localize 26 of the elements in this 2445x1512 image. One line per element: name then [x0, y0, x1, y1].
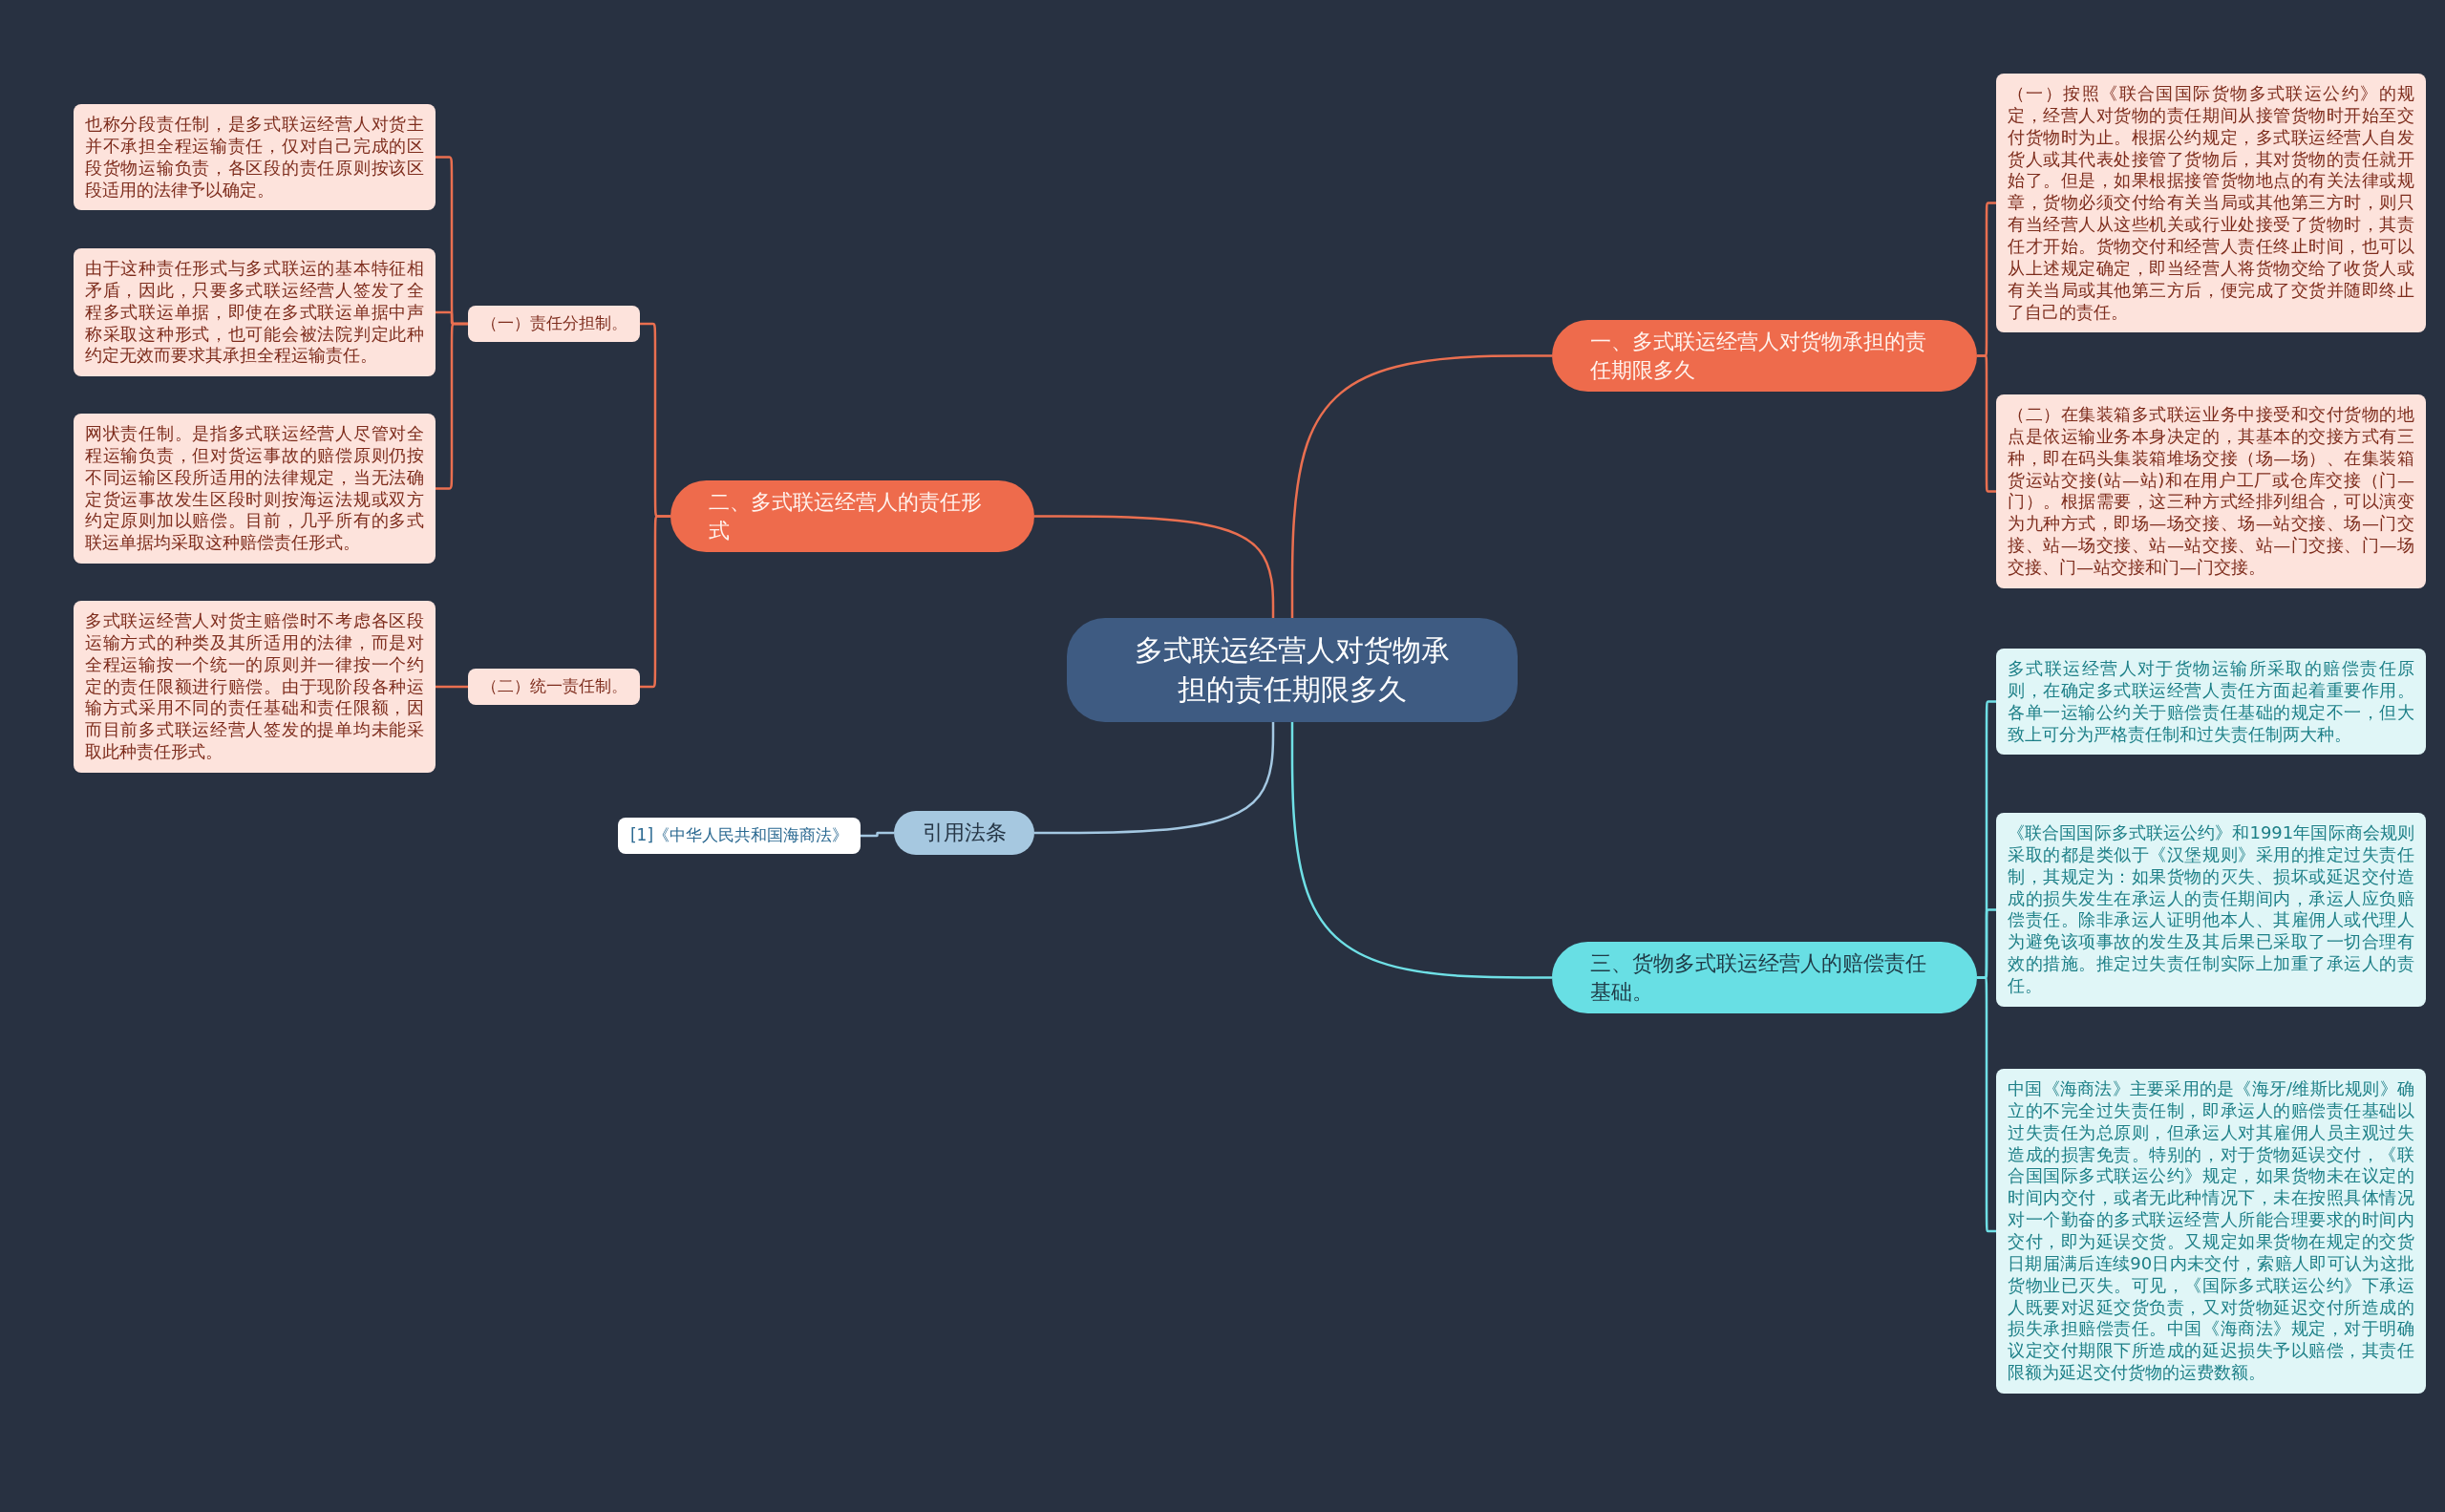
central-topic: 多式联运经营人对货物承担的责任期限多久	[1067, 618, 1518, 722]
subtopic-label: （二）统一责任制。	[468, 669, 640, 705]
branch-topic: 三、货物多式联运经营人的赔偿责任基础。	[1552, 942, 1977, 1014]
note-card: 由于这种责任形式与多式联运的基本特征相矛盾，因此，只要多式联运经营人签发了全程多式联运单据，即使在多式联运单据中声称采取这种形式，也可能会被法院判定此种约定无效而要求其承担全程运输责任。	[74, 248, 436, 377]
note-card: 网状责任制。是指多式联运经营人尽管对全程运输负责，但对货运事故的赔偿原则仍按不同运输区段所适用的法律规定，当无法确定货运事故发生区段时则按海运法规或双方约定原则加以赔偿。目前，几乎所有的多式联运单据均采取这种赔偿责任形式。	[74, 414, 436, 564]
note-card: 多式联运经营人对货主赔偿时不考虑各区段运输方式的种类及其所适用的法律，而是对全程运输按一个统一的原则并一律按一个约定的责任限额进行赔偿。由于现阶段各种运输方式采用不同的责任基础和责任限额，因而目前多式联运经营人签发的提单均未能采取此种责任形式。	[74, 601, 436, 773]
branch-topic: 二、多式联运经营人的责任形式	[670, 480, 1034, 553]
note-card: 中国《海商法》主要采用的是《海牙/维斯比规则》确立的不完全过失责任制，即承运人的赔偿责任基础以过失责任为总原则，但承运人对其雇佣人员主观过失造成的损害免责。特别的，对于货物延误交付，《联合国国际多式联运公约》规定，如果货物未在议定的时间内交付，或者无此种情况下，未在按照具体情况对一个勤奋的多式联运经营人所能合理要求的时间内交付，即为延误交货。又规定如果货物在规定的交货日期届满后连续90日内未交付，索赔人即可认为这批货物业已灭失。可见，《国际多式联运公约》下承运人既要对迟延交货负责，又对货物延迟交付所造成的损失承担赔偿责任。中国《海商法》规定，对于明确议定交付期限下所造成的延迟损失予以赔偿，其责任限额为延迟交付货物的运费数额。	[1996, 1069, 2426, 1395]
connector-line	[640, 515, 670, 689]
note-card: 《联合国国际多式联运公约》和1991年国际商会规则采取的都是类似于《汉堡规则》采用的推定过失责任制，其规定为：如果货物的灭失、损坏或延迟交付造成的损失发生在承运人的责任期间内，承运人应负赔偿责任。除非承运人证明他本人、其雇佣人或代理人为避免该项事故的发生及其后果已采取了一切合理有效的措施。推定过失责任制实际上加重了承运人的责任。	[1996, 813, 2426, 1007]
branch-topic: 引用法条	[894, 811, 1034, 855]
connector-line	[1034, 722, 1275, 835]
connector-line	[1034, 515, 1275, 618]
reference-card: [1]《中华人民共和国海商法》	[618, 818, 861, 854]
connector-line	[861, 831, 894, 838]
branch-topic: 一、多式联运经营人对货物承担的责任期限多久	[1552, 320, 1977, 393]
subtopic-label: （一）责任分担制。	[468, 306, 640, 342]
note-card: （二）在集装箱多式联运业务中接受和交付货物的地点是依运输业务本身决定的，其基本的交接方式有三种，即在码头集装箱堆场交接（场—场）、在集装箱货运站交接(站—站)和在用户工厂或仓库交接（门—门）。根据需要，这三种方式经排列组合，可以演变为九种方式，即场—场交接、场—站交接、场—门交接、站—场交接、站—站交接、站—门交接、门—场交接、门—站交接和门—门交接。	[1996, 394, 2426, 588]
connector-line	[1290, 722, 1552, 979]
connector-line	[436, 322, 468, 490]
connector-line	[436, 685, 468, 689]
note-card: （一）按照《联合国国际货物多式联运公约》的规定，经营人对货物的责任期间从接管货物时开始至交付货物时为止。根据公约规定，多式联运经营人自发货人或其代表处接管了货物后，其对货物的责任就开始了。但是，如果根据接管货物地点的有关法律或规章，货物必须交付给有关当局或其他第三方时，则只有当经营人从这些机关或行业处接受了货物时，其责任才开始。货物交付和经营人责任终止时间，也可以从上述规定确定，即当经营人将货物交给了收货人或有关当局或其他第三方后，便完成了交货并随即终止了自己的责任。	[1996, 74, 2426, 333]
note-card: 多式联运经营人对于货物运输所采取的赔偿责任原则，在确定多式联运经营人责任方面起着重要作用。各单一运输公约关于赔偿责任基础的规定不一，但大致上可分为严格责任制和过失责任制两大种。	[1996, 649, 2426, 756]
connector-line	[1290, 354, 1552, 618]
connector-line	[1977, 976, 1996, 1233]
note-card: 也称分段责任制，是多式联运经营人对货主并不承担全程运输责任，仅对自己完成的区段货物运输负责，各区段的责任原则按该区段适用的法律予以确定。	[74, 104, 436, 211]
